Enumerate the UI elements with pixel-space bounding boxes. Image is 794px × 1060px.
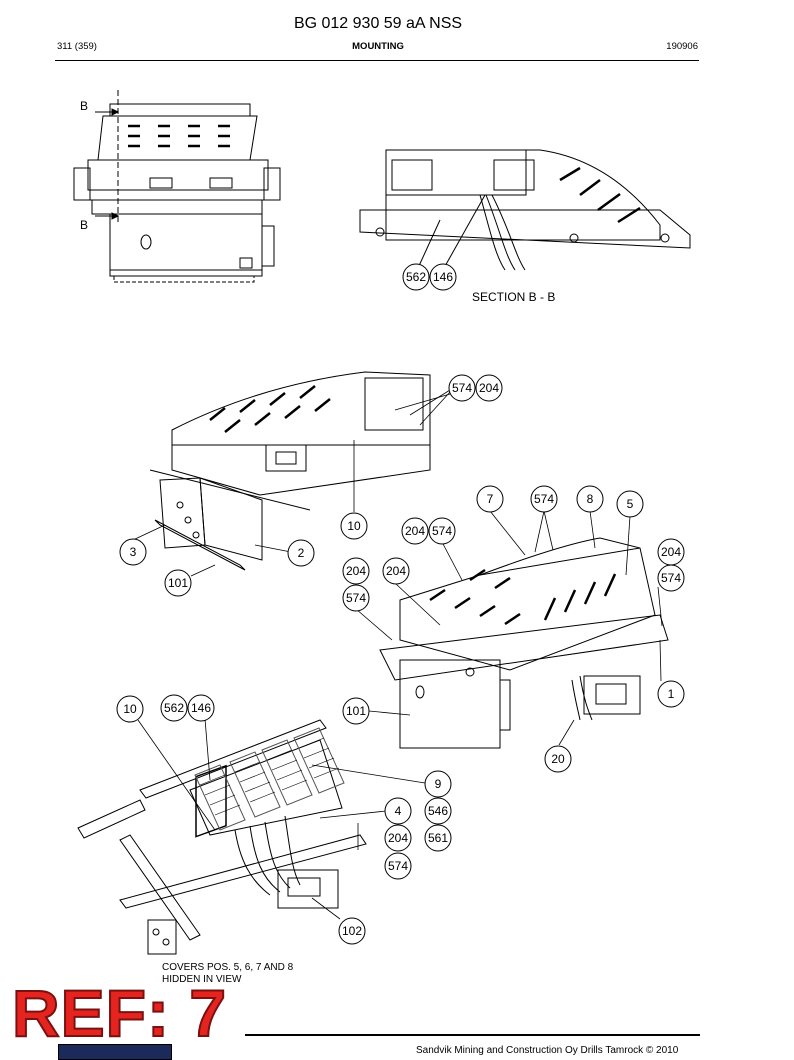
callout-3: [119, 538, 147, 566]
callout-label: 10: [123, 702, 137, 716]
note-line-2: HIDDEN IN VIEW: [162, 974, 242, 985]
callout-574-f: [384, 852, 412, 880]
callout-10-a: [340, 512, 368, 540]
callout-562-b: [160, 694, 188, 722]
leader-lines: [132, 389, 663, 920]
callout-label: 101: [168, 576, 188, 590]
callout-label: 561: [428, 831, 448, 845]
callout-label: 562: [164, 701, 184, 715]
callout-204-a: [475, 374, 503, 402]
document-title: BG 012 930 59 aA NSS: [293, 15, 463, 32]
callout-label: 9: [435, 777, 442, 791]
callout-8: [576, 485, 604, 513]
callout-2: [287, 539, 315, 567]
callout-10-b: [116, 695, 144, 723]
callout-label: 546: [428, 804, 448, 818]
iso-view-covered: [379, 537, 669, 749]
callout-574-a: [448, 374, 476, 402]
callout-label: 5: [627, 497, 634, 511]
callout-204-f: [384, 824, 412, 852]
callout-574-e: [342, 584, 370, 612]
callout-label: 574: [388, 859, 408, 873]
callout-label: 574: [534, 492, 554, 506]
section-label: SECTION B - B: [472, 290, 555, 304]
company-logo-strip: [58, 1044, 172, 1060]
callout-4: [384, 797, 412, 825]
footer-rule: [245, 1034, 700, 1036]
note-line-1: COVERS POS. 5, 6, 7 AND 8: [162, 962, 294, 973]
callout-label: 102: [342, 924, 362, 938]
callout-574-b: [530, 485, 558, 513]
callout-label: 574: [346, 591, 366, 605]
callout-546: [424, 797, 452, 825]
callout-label: 7: [487, 492, 494, 506]
callout-204-d: [342, 557, 370, 585]
callout-label: 101: [346, 704, 366, 718]
callout-labels: 562 146 574 204 7 574 8 5 10 204 574 204…: [123, 270, 681, 938]
section-b-b-view: SECTION B - B: [359, 149, 691, 304]
callout-label: 204: [388, 831, 408, 845]
callout-562-top: [402, 263, 430, 291]
callout-7: [476, 485, 504, 513]
callout-label: 20: [551, 752, 565, 766]
callout-label: 204: [661, 545, 681, 559]
callout-574-d: [657, 564, 685, 592]
callout-label: 4: [395, 804, 402, 818]
callout-102: [338, 917, 366, 945]
callout-5: [616, 490, 644, 518]
callout-label: 204: [405, 524, 425, 538]
callout-label: 1: [668, 687, 675, 701]
section-mark-bottom: B: [80, 218, 88, 232]
section-heading: MOUNTING: [352, 41, 404, 52]
callout-574-c: [428, 517, 456, 545]
callout-label: 204: [479, 381, 499, 395]
callout-101-b: [342, 697, 370, 725]
callout-561: [424, 824, 452, 852]
callout-20: [544, 745, 572, 773]
callout-label: 574: [432, 524, 452, 538]
callout-label: 2: [298, 546, 305, 560]
callout-label: 204: [346, 564, 366, 578]
callout-bubbles: [116, 263, 685, 945]
ref-stamp: REF: 7: [11, 976, 228, 1050]
callout-label: 146: [191, 701, 211, 715]
drawing-note: COVERS POS. 5, 6, 7 AND 8 HIDDEN IN VIEW: [162, 962, 293, 986]
callout-146-top: [429, 263, 457, 291]
iso-view-brackets: [149, 371, 431, 571]
header-rule: [55, 60, 699, 61]
section-mark-top: B: [80, 99, 88, 113]
callout-1: [657, 680, 685, 708]
callout-label: 574: [452, 381, 472, 395]
callout-label: 574: [661, 571, 681, 585]
callout-101-a: [164, 569, 192, 597]
callout-label: 204: [386, 564, 406, 578]
iso-view-frame: [77, 719, 367, 955]
callout-label: 3: [130, 545, 137, 559]
callout-9: [424, 770, 452, 798]
callout-label: 146: [433, 270, 453, 284]
callout-146-b: [187, 694, 215, 722]
page-number: 311 (359): [57, 41, 97, 52]
footer-copyright: Sandvik Mining and Construction Oy Drill…: [416, 1045, 679, 1056]
document-date: 190906: [666, 41, 698, 52]
front-view: B B: [73, 90, 281, 283]
callout-label: 562: [406, 270, 426, 284]
callout-204-b: [401, 517, 429, 545]
callout-204-e: [382, 557, 410, 585]
callout-label: 10: [347, 519, 361, 533]
callout-label: 8: [587, 492, 594, 506]
